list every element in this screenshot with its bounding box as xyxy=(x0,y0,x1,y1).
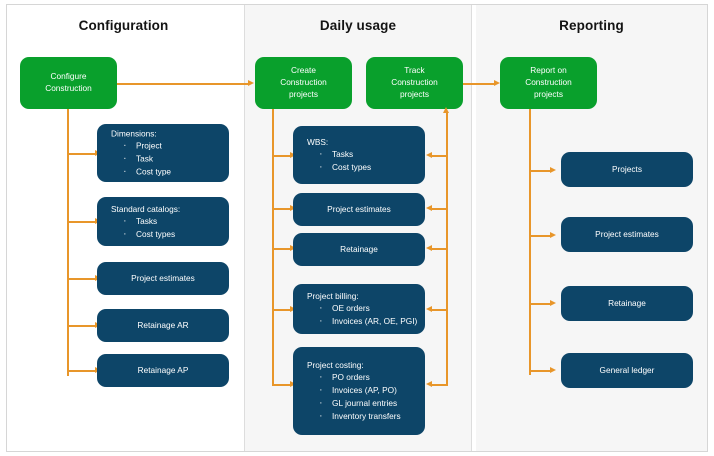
node-config-standard-catalogs-list: Tasks Cost types xyxy=(111,214,180,243)
node-daily-project-costing[interactable]: Project costing: PO orders Invoices (AP,… xyxy=(293,347,425,435)
connector-create-branch-3 xyxy=(272,248,292,250)
connector-report-branch-3 xyxy=(529,303,551,305)
connector-config-branch-5 xyxy=(67,370,96,372)
node-daily-project-billing-heading: Project billing: xyxy=(307,290,359,301)
node-daily-project-billing[interactable]: Project billing: OE orders Invoices (AR,… xyxy=(293,284,425,334)
connector-track-branch-4 xyxy=(432,309,447,311)
connector-create-branch-1 xyxy=(272,155,292,157)
arrowhead-track-to-report xyxy=(494,80,500,86)
node-daily-wbs[interactable]: WBS: Tasks Cost types xyxy=(293,126,425,184)
list-item: Task xyxy=(123,152,171,168)
arrowhead-track-branch-4 xyxy=(426,306,432,312)
node-report-general-ledger-label: General ledger xyxy=(599,364,655,375)
list-item: PO orders xyxy=(319,371,401,387)
node-report-project-estimates[interactable]: Project estimates xyxy=(561,217,693,252)
connector-config-branch-4 xyxy=(67,325,96,327)
lane-title-reporting: Reporting xyxy=(559,18,624,33)
list-item: Cost type xyxy=(123,165,171,181)
arrowhead-track-trunk-up xyxy=(443,107,449,113)
node-config-standard-catalogs-heading: Standard catalogs: xyxy=(111,203,181,214)
connector-track-branch-5 xyxy=(432,384,447,386)
arrowhead-track-branch-3 xyxy=(426,245,432,251)
node-config-dimensions-list: Project Task Cost type xyxy=(111,139,171,181)
node-config-project-estimates[interactable]: Project estimates xyxy=(97,262,229,295)
connector-track-branch-3 xyxy=(432,248,447,250)
node-daily-retainage[interactable]: Retainage xyxy=(293,233,425,266)
node-daily-project-estimates[interactable]: Project estimates xyxy=(293,193,425,226)
arrowhead-report-branch-4 xyxy=(550,367,556,373)
connector-report-branch-2 xyxy=(529,235,551,237)
node-report-general-ledger[interactable]: General ledger xyxy=(561,353,693,388)
arrowhead-track-branch-5 xyxy=(426,381,432,387)
node-daily-wbs-list: Tasks Cost types xyxy=(307,147,371,176)
connector-configure-to-create xyxy=(117,83,249,85)
connector-track-branch-1 xyxy=(432,155,447,157)
connector-report-branch-4 xyxy=(529,370,551,372)
connector-config-branch-3 xyxy=(67,278,96,280)
connector-track-to-report xyxy=(463,83,495,85)
list-item: Invoices (AR, OE, PGI) xyxy=(319,314,417,330)
node-daily-wbs-heading: WBS: xyxy=(307,136,329,147)
node-config-project-estimates-label: Project estimates xyxy=(131,272,195,283)
connector-create-branch-5 xyxy=(272,384,292,386)
connector-config-branch-1 xyxy=(67,153,96,155)
list-item: Project xyxy=(123,139,171,155)
list-item: Cost types xyxy=(123,227,180,243)
node-daily-project-estimates-label: Project estimates xyxy=(327,203,391,214)
list-item: Tasks xyxy=(123,214,180,230)
arrowhead-report-branch-3 xyxy=(550,300,556,306)
connector-create-trunk xyxy=(272,109,274,385)
node-daily-retainage-label: Retainage xyxy=(340,243,378,254)
connector-track-branch-2 xyxy=(432,208,447,210)
arrowhead-report-branch-2 xyxy=(550,232,556,238)
node-daily-project-billing-list: OE orders Invoices (AR, OE, PGI) xyxy=(307,301,417,330)
node-config-retainage-ar[interactable]: Retainage AR xyxy=(97,309,229,342)
node-report-projects-label: Projects xyxy=(612,163,642,174)
arrowhead-report-branch-1 xyxy=(550,167,556,173)
list-item: Cost types xyxy=(319,160,371,176)
list-item: Invoices (AP, PO) xyxy=(319,383,401,399)
list-item: Inventory transfers xyxy=(319,409,401,425)
arrowhead-track-branch-2 xyxy=(426,205,432,211)
connector-create-branch-2 xyxy=(272,208,292,210)
connector-report-trunk xyxy=(529,109,531,375)
lane-title-configuration: Configuration xyxy=(78,18,169,33)
node-report-retainage[interactable]: Retainage xyxy=(561,286,693,321)
node-config-standard-catalogs[interactable]: Standard catalogs: Tasks Cost types xyxy=(97,197,229,246)
list-item: GL journal entries xyxy=(319,396,401,412)
connector-config-branch-2 xyxy=(67,221,96,223)
connector-config-trunk xyxy=(67,109,69,376)
node-daily-project-costing-list: PO orders Invoices (AP, PO) GL journal e… xyxy=(307,371,401,425)
list-item: Tasks xyxy=(319,147,371,163)
node-report-projects[interactable]: Projects xyxy=(561,152,693,187)
node-config-dimensions[interactable]: Dimensions: Project Task Cost type xyxy=(97,124,229,182)
connector-create-branch-4 xyxy=(272,309,292,311)
node-config-retainage-ap-label: Retainage AP xyxy=(137,364,189,375)
node-report-retainage-label: Retainage xyxy=(608,297,646,308)
connector-report-branch-1 xyxy=(529,170,551,172)
list-item: OE orders xyxy=(319,301,417,317)
node-config-retainage-ap[interactable]: Retainage AP xyxy=(97,354,229,387)
arrowhead-configure-to-create xyxy=(248,80,254,86)
node-config-retainage-ar-label: Retainage AR xyxy=(137,319,189,330)
node-config-dimensions-heading: Dimensions: xyxy=(111,128,157,139)
lane-title-daily-usage: Daily usage xyxy=(319,18,397,33)
arrowhead-track-branch-1 xyxy=(426,152,432,158)
node-daily-project-costing-heading: Project costing: xyxy=(307,360,364,371)
node-report-project-estimates-label: Project estimates xyxy=(595,228,659,239)
